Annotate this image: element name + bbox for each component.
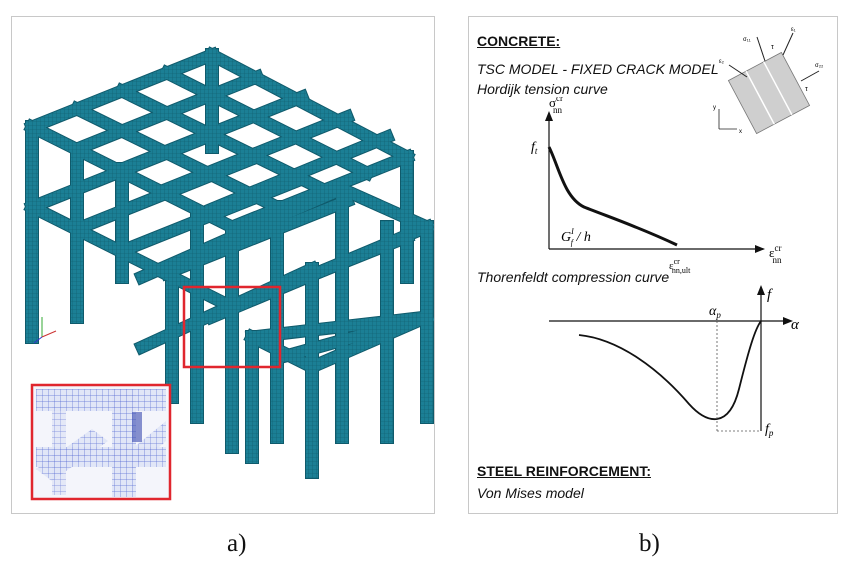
inset-label-x: x (739, 129, 742, 135)
compression-alpha-label: α (791, 317, 800, 333)
zoom-highlight-box (182, 285, 282, 369)
tension-ft-label: ft (531, 140, 538, 156)
stress-element-diagram: σ₁₁ τ ε₁ ε₂ τ σ₂₂ y x (713, 27, 824, 135)
compression-curve-title: Thorenfeldt compression curve (477, 269, 670, 285)
frame-member (69, 149, 265, 237)
frame-member (204, 129, 395, 217)
inset-label-tau1: τ (771, 44, 774, 51)
inset-label-y: y (713, 105, 716, 111)
compression-curve-plot: f α αp fp (549, 285, 800, 438)
frame-member (24, 119, 240, 235)
concrete-model-label: TSC MODEL - FIXED CRACK MODEL (477, 61, 719, 77)
frame-member (114, 171, 310, 259)
zoom-inset (30, 383, 172, 501)
hordijk-curve (547, 146, 678, 247)
panel-a-structure-mesh (11, 16, 436, 514)
caption-b: b) (639, 530, 660, 557)
frame-member (134, 181, 350, 285)
inset-label-sigma11: σ₁₁ (743, 37, 751, 43)
inset-label-sigma22: σ₂₂ (815, 63, 824, 69)
frame-member (69, 69, 265, 157)
steel-model-label: Von Mises model (477, 485, 584, 501)
tension-curve-title: Hordijk tension curve (477, 81, 608, 97)
inset-label-eps1: ε₁ (791, 27, 796, 33)
caption-a: a) (227, 530, 247, 557)
frame-member (304, 309, 435, 375)
thorenfeldt-curve (578, 320, 762, 420)
steel-heading: STEEL REINFORCEMENT: (477, 463, 651, 479)
axis-triad-icon (33, 317, 57, 344)
frame-mesh-drawing (23, 46, 436, 501)
concrete-heading: CONCRETE: (477, 33, 561, 49)
compression-alpha-p-label: αp (709, 304, 721, 320)
frame-members (23, 46, 436, 479)
compression-f-label: f (767, 287, 773, 303)
inset-label-tau2: τ (805, 86, 808, 93)
panel-b-material-models: CONCRETE: TSC MODEL - FIXED CRACK MODEL … (468, 16, 838, 514)
compression-fp-label: fp (765, 422, 774, 438)
inset-label-eps2: ε₂ (719, 59, 725, 65)
